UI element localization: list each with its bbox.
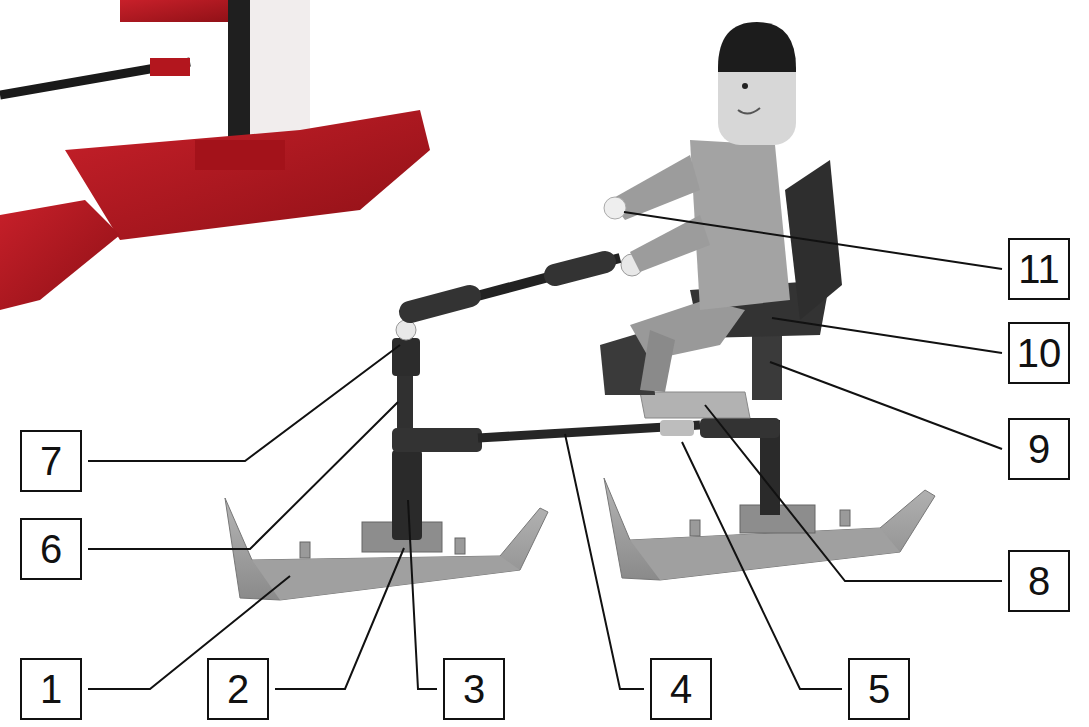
- leader-line: [88, 345, 400, 461]
- callout-number: 8: [1008, 550, 1070, 612]
- callout-number: 6: [20, 518, 82, 580]
- callout-number: 11: [1008, 238, 1070, 300]
- leader-line: [770, 362, 1002, 449]
- leader-line: [682, 442, 842, 689]
- callout-number: 2: [207, 658, 269, 720]
- callout-number: 10: [1008, 322, 1070, 384]
- leader-line: [565, 434, 644, 689]
- callout-number: 5: [848, 658, 910, 720]
- leader-line: [408, 500, 437, 689]
- callout-number: 9: [1008, 418, 1070, 480]
- callout-number: 4: [650, 658, 712, 720]
- driver-figure: [604, 22, 796, 392]
- leader-line: [624, 212, 1002, 269]
- rear-post: [660, 330, 782, 515]
- callout-number: 3: [443, 658, 505, 720]
- leader-line: [88, 402, 398, 549]
- leader-line: [275, 548, 404, 689]
- leader-line: [772, 318, 1002, 353]
- red-model: [0, 0, 430, 310]
- front-ski: [225, 498, 548, 600]
- steering-assembly: [392, 254, 643, 540]
- leader-line: [705, 405, 1002, 581]
- leader-lines: [88, 212, 1002, 689]
- callout-number: 7: [20, 430, 82, 492]
- callout-number: 1: [20, 658, 82, 720]
